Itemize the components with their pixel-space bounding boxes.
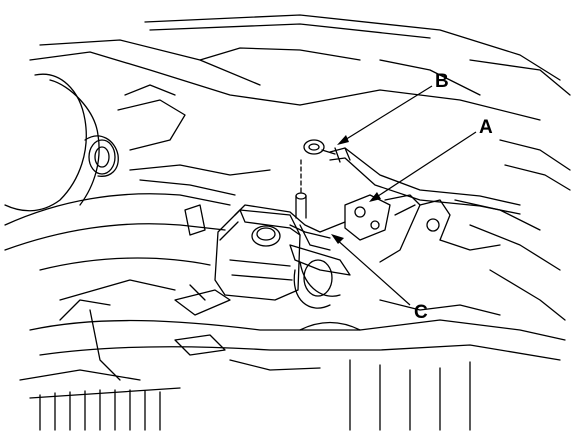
leader-arrow-b (337, 135, 349, 145)
mounting-bracket (174, 284, 231, 356)
bracket-c (289, 244, 351, 309)
leader-line-c (334, 237, 411, 306)
leader-arrow-c (331, 234, 344, 244)
callout-label-a: A (479, 117, 493, 138)
leader-arrow-a (369, 192, 381, 202)
callout-label-c: C (414, 302, 428, 323)
callout-label-b: B (435, 71, 449, 92)
hood-panel-lines (29, 14, 571, 121)
leader-line-b (339, 85, 433, 144)
hose-b (303, 139, 521, 215)
reservoir-tank (214, 209, 301, 301)
radiator-fins (29, 359, 471, 431)
lower-frame (4, 193, 566, 381)
radiator-hose (4, 73, 186, 212)
leader-line-a (371, 131, 477, 201)
bracket-a (344, 194, 566, 321)
engine-detail-lines (59, 139, 571, 371)
sensor-bracket (234, 159, 346, 251)
